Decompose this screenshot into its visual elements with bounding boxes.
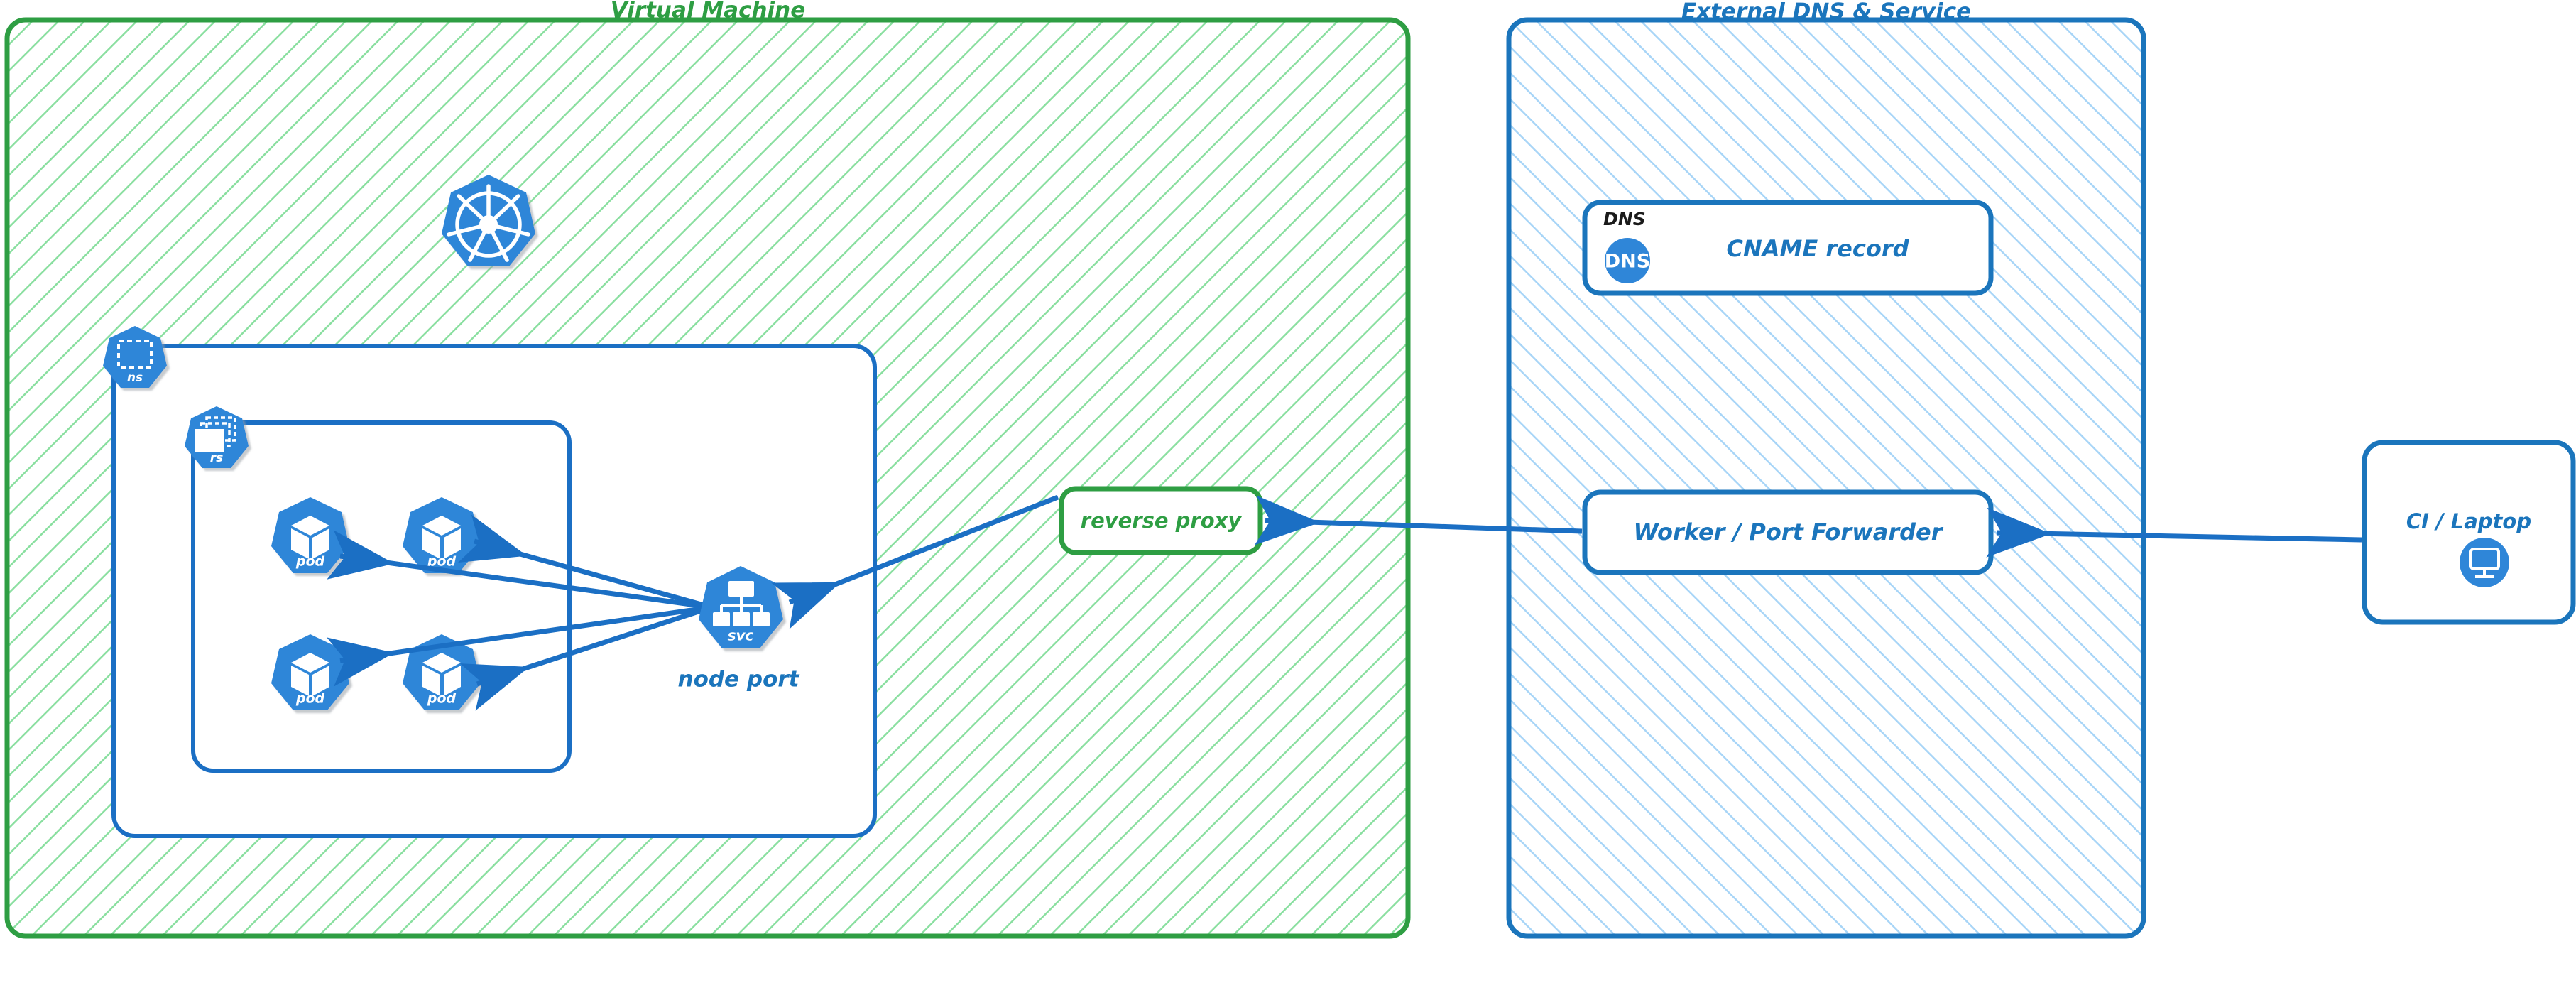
namespace-icon: ns (103, 326, 167, 388)
worker-box[interactable]: Worker / Port Forwarder (1582, 489, 1994, 575)
replicaset-icon-label: rs (210, 451, 224, 465)
external-zone-title: External DNS & Service (1681, 0, 1971, 25)
dns-card-label: CNAME record (1727, 235, 1910, 262)
dns-card[interactable]: DNS DNS CNAME record (1582, 200, 1994, 296)
vm-zone-border (4, 17, 1411, 939)
zone-external-dns-service: External DNS & Service (1506, 0, 2146, 939)
arrow-ci-laptop-to-worker (1986, 507, 2362, 558)
kubernetes-logo-icon (442, 175, 535, 266)
ci-laptop-box-rect[interactable] (2362, 440, 2576, 625)
pod-icon-label: pod (295, 554, 325, 570)
reverse-proxy-box[interactable]: reverse proxy (1059, 486, 1263, 555)
service-icon-label: svc (728, 627, 754, 644)
ci-laptop-box[interactable]: CI / Laptop (2362, 440, 2576, 625)
pod-icon-label: pod (427, 691, 457, 707)
pod-icon-label: pod (295, 691, 325, 707)
service-icon: svc (699, 566, 783, 648)
arrow-svc-to-pod-1 (327, 530, 712, 610)
replicaset-box-rect (191, 420, 572, 773)
arrow-svc-to-pod-2 (458, 514, 712, 610)
arrow-svc-to-pod-3 (327, 604, 712, 687)
worker-label: Worker / Port Forwarder (1633, 518, 1943, 545)
ci-laptop-label: CI / Laptop (2406, 509, 2531, 533)
arrow-reverse-proxy-to-svc (771, 494, 1059, 629)
arrow-svc-to-pods (327, 514, 713, 711)
external-zone-border (1506, 17, 2146, 939)
dns-card-rect[interactable] (1582, 200, 1994, 296)
dns-circle-label: DNS (1605, 251, 1650, 273)
dns-circle-icon (1605, 238, 1650, 283)
reverse-proxy-label: reverse proxy (1081, 509, 1243, 533)
replicaset-box (191, 420, 572, 773)
monitor-icon (2460, 538, 2509, 587)
arrow-svc-to-pod-4 (459, 604, 713, 711)
vm-zone-title: Virtual Machine (611, 0, 806, 23)
replicaset-icon: rs (185, 406, 249, 468)
pod-icon-label: pod (427, 554, 457, 570)
external-zone-fill (1509, 20, 2144, 936)
arrow-worker-to-reverse-proxy (1254, 495, 1583, 545)
namespace-icon-label: ns (127, 371, 143, 385)
dns-card-tag: DNS (1603, 209, 1646, 229)
node-port-label: node port (678, 667, 800, 693)
